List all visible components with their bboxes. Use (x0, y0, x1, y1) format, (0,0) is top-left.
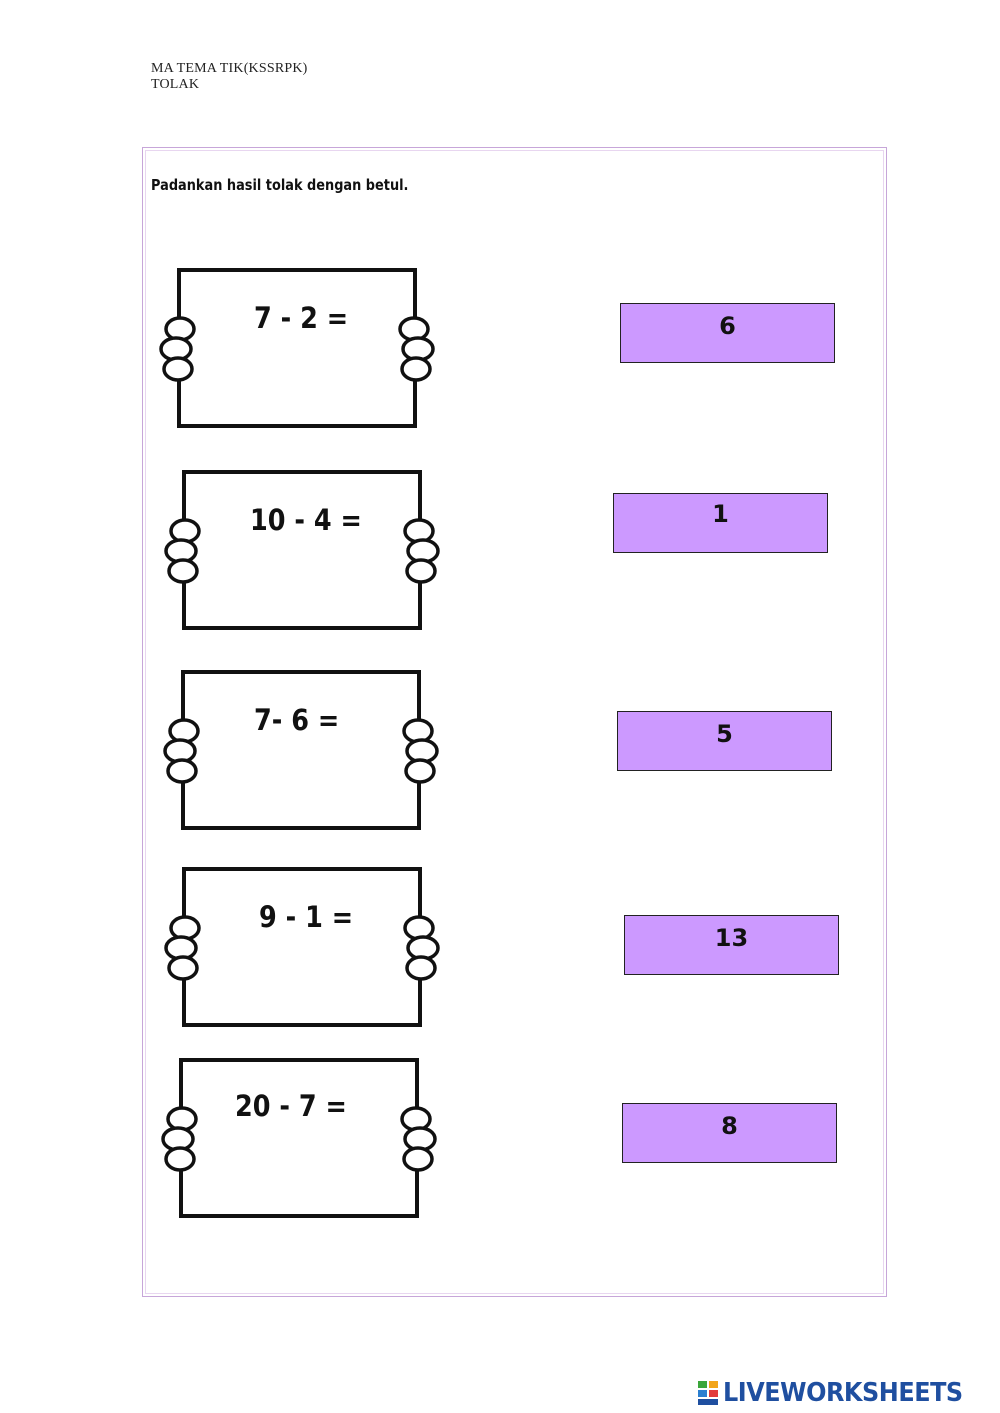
answer-box-3[interactable]: 5 (617, 711, 832, 771)
liveworksheets-brand[interactable]: LIVEWORKSHEETS (697, 1378, 984, 1408)
answer-box-5[interactable]: 8 (622, 1103, 837, 1163)
subject-title: MA TEMA TIK(KSSRPK) (151, 61, 308, 76)
hands-holding-sign-icon (163, 670, 439, 830)
hands-holding-sign-icon (161, 1058, 437, 1218)
worksheet-frame (142, 147, 887, 1297)
worksheet-header: MA TEMA TIK(KSSRPK) TOLAK (151, 61, 308, 93)
answer-value: 1 (712, 500, 729, 528)
question-card-4[interactable]: 9 - 1 = (163, 866, 448, 1028)
hands-holding-sign-icon (164, 867, 440, 1027)
hands-holding-sign-icon (159, 268, 435, 428)
question-expression: 10 - 4 = (250, 503, 362, 537)
topic-title: TOLAK (151, 77, 200, 92)
brand-name: LIVEWORKSHEETS (723, 1378, 963, 1408)
answer-box-4[interactable]: 13 (624, 915, 839, 975)
question-expression: 7 - 2 = (254, 301, 349, 335)
answer-value: 6 (719, 312, 736, 340)
question-card-3[interactable]: 7- 6 = (162, 669, 447, 831)
instruction-text: Padankan hasil tolak dengan betul. (151, 176, 409, 194)
answer-value: 5 (716, 720, 733, 748)
answer-value: 8 (721, 1112, 738, 1140)
answer-value: 13 (714, 924, 749, 952)
question-card-1[interactable]: 7 - 2 = (158, 267, 443, 429)
question-expression: 7- 6 = (254, 703, 340, 737)
liveworksheets-logo-icon (698, 1381, 718, 1405)
hands-holding-sign-icon (164, 470, 440, 630)
answer-box-2[interactable]: 1 (613, 493, 828, 553)
question-expression: 20 - 7 = (235, 1089, 347, 1123)
answer-box-1[interactable]: 6 (620, 303, 835, 363)
question-expression: 9 - 1 = (259, 900, 354, 934)
question-card-5[interactable]: 20 - 7 = (160, 1057, 445, 1219)
question-card-2[interactable]: 10 - 4 = (163, 469, 448, 631)
